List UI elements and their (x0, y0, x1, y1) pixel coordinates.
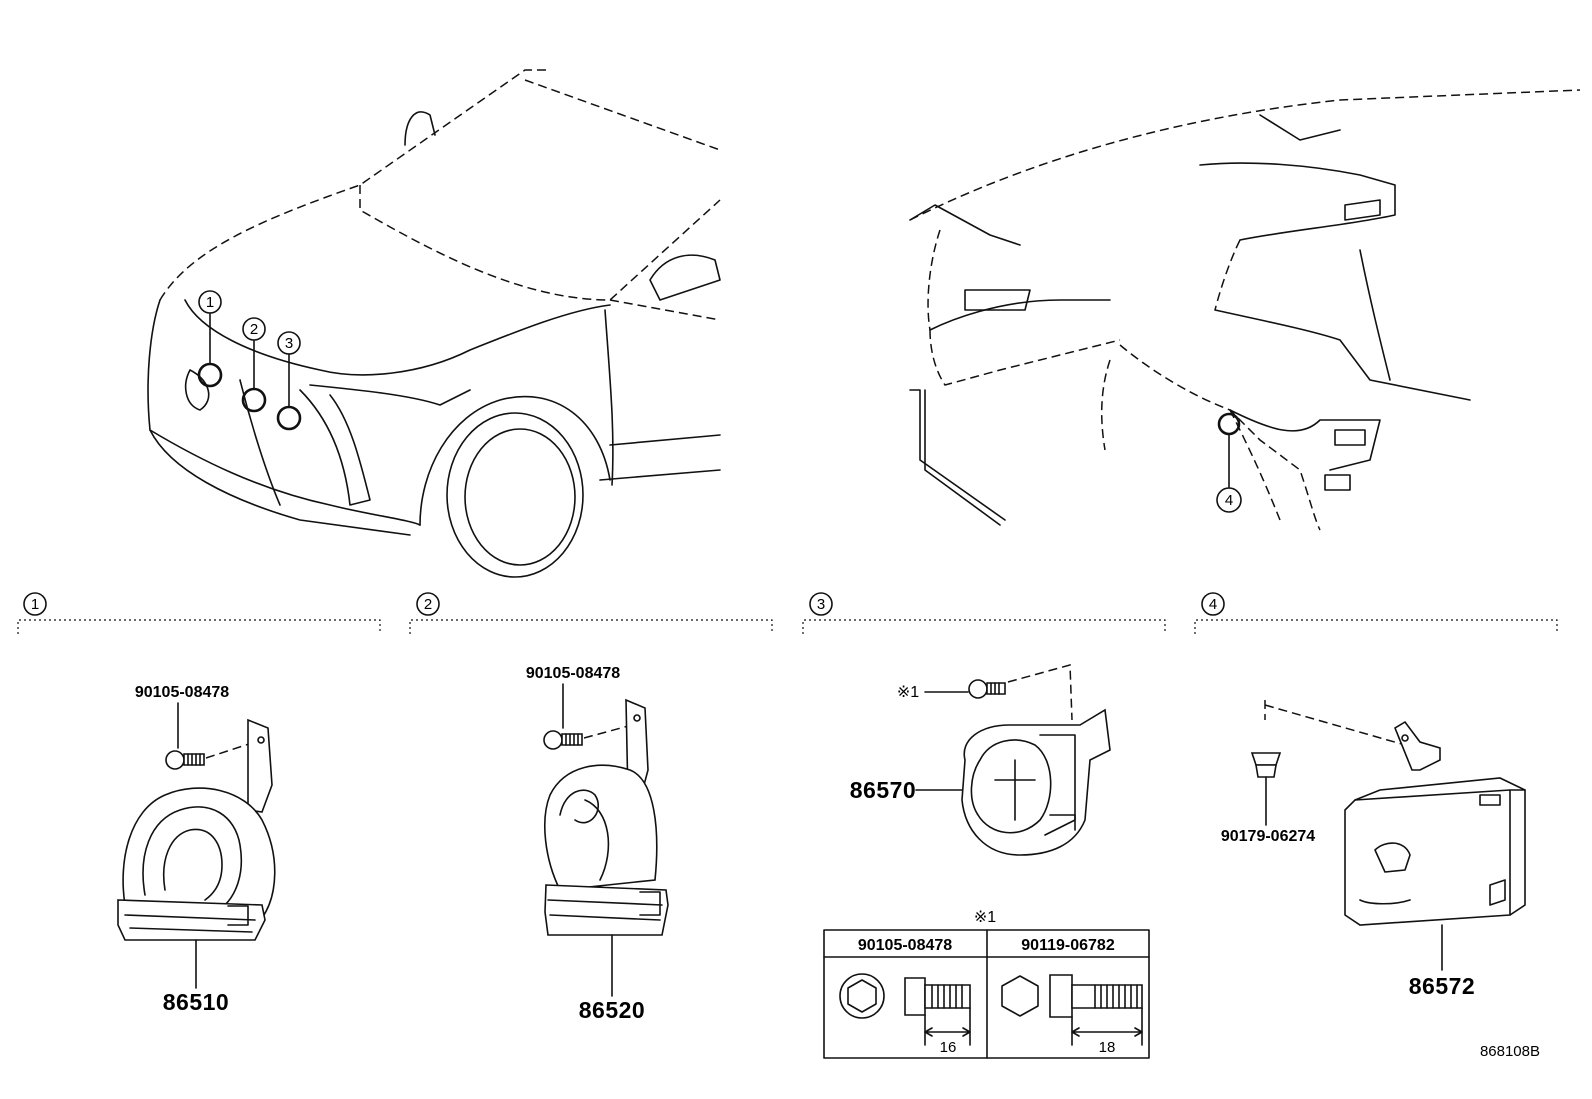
nut-label: 90179-06274 (1221, 828, 1315, 845)
bolt-icon (968, 679, 1006, 699)
location-marker-3 (276, 405, 302, 431)
vehicle-callouts: 1 2 3 4 (198, 290, 1242, 513)
callout-4: 4 (1225, 492, 1233, 509)
hex-bolt-head-icon (1001, 975, 1039, 1017)
callout-3: 3 (285, 335, 293, 352)
section-4-number: 4 (1209, 596, 1217, 613)
section-2-horn-high: 90105-08478 86520 (526, 665, 669, 1023)
callout-2: 2 (250, 321, 258, 338)
bolt-label-2: 90105-08478 (526, 665, 620, 682)
callout-1: 1 (206, 294, 214, 311)
fastener-table-title: ※1 (974, 909, 996, 926)
flange-bolt-side-icon (904, 977, 971, 1046)
bolt-label-1: 90105-08478 (135, 684, 229, 701)
fastener-length-1: 16 (940, 1039, 957, 1056)
section-4-control-unit: 90179-06274 86572 (1221, 700, 1526, 999)
section-2-number: 2 (424, 596, 432, 613)
location-marker-1 (197, 362, 223, 388)
part-number-86570: 86570 (850, 777, 916, 803)
section-3-sensor: ※1 86570 (850, 664, 1111, 856)
section-headers: 1 2 3 4 (17, 592, 1558, 634)
section-3-number: 3 (817, 596, 825, 613)
flange-bolt-hex-head-icon (839, 973, 885, 1019)
section-1-number: 1 (31, 596, 39, 613)
fastener-length-2: 18 (1099, 1039, 1116, 1056)
location-marker-4 (1217, 412, 1241, 436)
vehicle-interior-view (909, 89, 1581, 531)
part-number-86510: 86510 (163, 989, 229, 1015)
nut-icon (1250, 752, 1282, 778)
bolt-icon (165, 750, 205, 770)
location-markers (197, 313, 1241, 488)
fastener-part-1: 90105-08478 (858, 937, 952, 954)
part-number-86572: 86572 (1409, 973, 1475, 999)
location-marker-2 (241, 387, 267, 413)
fastener-part-2: 90119-06782 (1021, 937, 1115, 954)
part-number-86520: 86520 (579, 997, 645, 1023)
section-1-horn-low: 90105-08478 86510 (117, 684, 276, 1015)
vehicle-front-view (147, 69, 721, 578)
hex-bolt-side-icon (1049, 974, 1143, 1046)
bolt-icon (543, 730, 583, 750)
bolt-ref-label: ※1 (897, 684, 919, 701)
diagram-code: 868108B (1480, 1043, 1540, 1060)
fastener-table: ※1 90105-08478 90119-06782 16 (823, 909, 1150, 1059)
